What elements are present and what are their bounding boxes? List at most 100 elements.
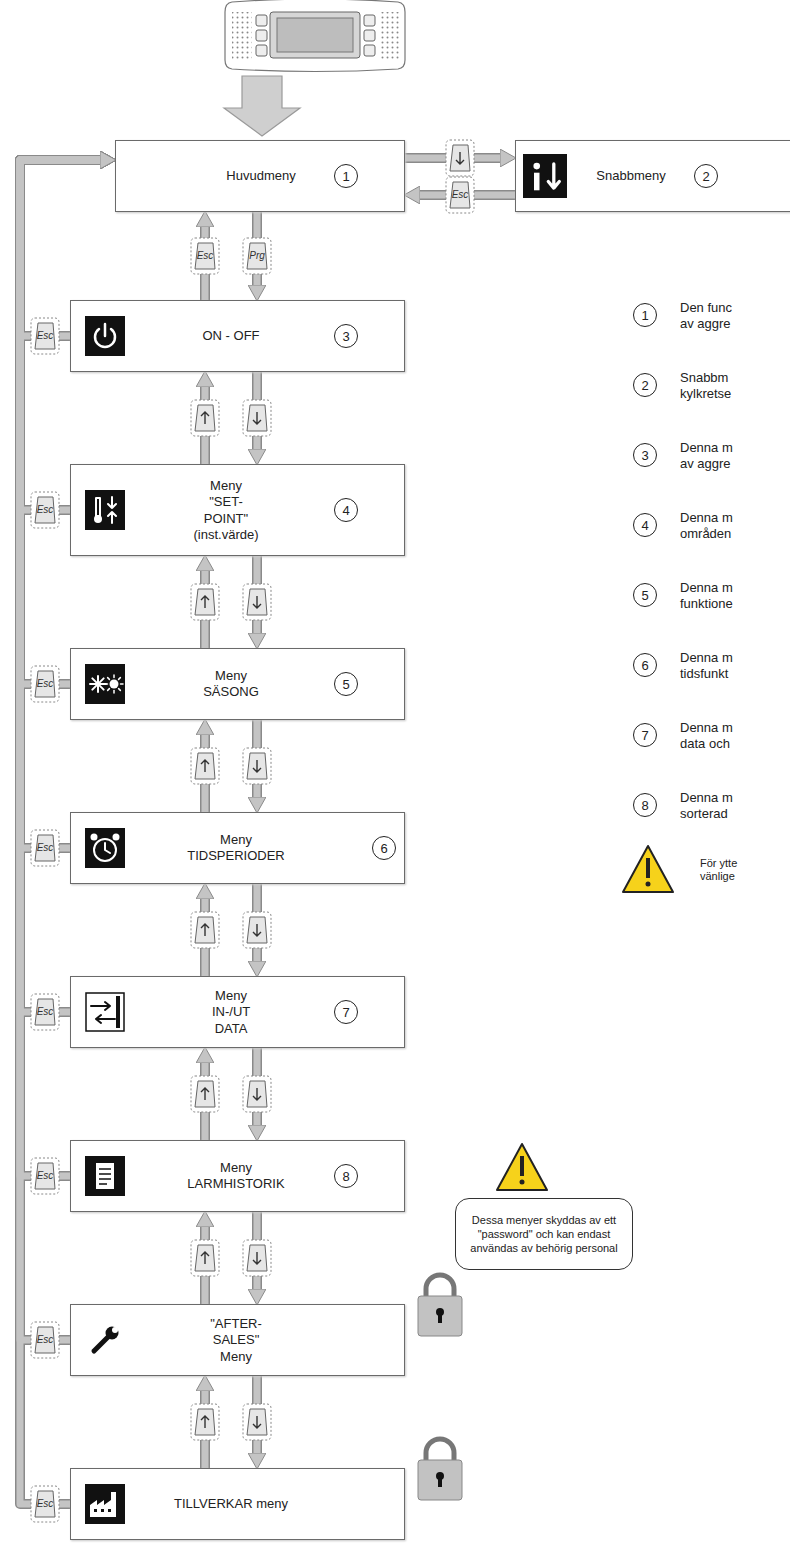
icon-part (105, 843, 110, 853)
key-icons (31, 140, 474, 1522)
key-frame (446, 177, 474, 213)
icon-part (113, 834, 120, 841)
callout-number: 6 (633, 653, 657, 677)
node-text: TILLVERKAR meny (174, 1496, 288, 1512)
key-frame (31, 492, 59, 528)
key-frame (31, 994, 59, 1030)
callout-text: 1 (342, 170, 349, 183)
callout-text: 2 (641, 379, 648, 392)
callout-number: 1 (334, 164, 358, 188)
padlock-keyhole (438, 1312, 442, 1323)
key-frame (243, 748, 271, 784)
down-block-arrow (224, 76, 300, 136)
key-icon (243, 400, 271, 436)
key-label: Esc (37, 1171, 54, 1181)
icon-part (121, 683, 124, 685)
icon-part (108, 678, 110, 680)
key-cap (195, 589, 215, 615)
callout-number: 5 (334, 672, 358, 696)
key-icon (243, 748, 271, 784)
icon-part (94, 839, 116, 861)
node-text: Meny IN-/UT DATA (212, 988, 250, 1037)
connector-outline (20, 160, 100, 684)
callout-number: 8 (633, 793, 657, 817)
key-label: Esc (37, 1335, 54, 1345)
menu-icon (523, 154, 567, 198)
warning-mark (646, 882, 651, 887)
key-icon (31, 1486, 59, 1522)
key-icon (191, 748, 219, 784)
icon-part (94, 1336, 109, 1351)
padlock-keyhole (438, 1476, 442, 1487)
key-frame (31, 830, 59, 866)
callout-text: 5 (641, 589, 648, 602)
key-frame (243, 1404, 271, 1440)
key-cap (195, 243, 215, 269)
key-icon (191, 1240, 219, 1276)
key-icon (446, 177, 474, 213)
callout-number: 7 (334, 1000, 358, 1024)
key-arrow-glyph (201, 1252, 209, 1264)
key-cap (247, 917, 267, 943)
node-text: Meny SÄSONG (203, 668, 259, 701)
menu-connector (20, 160, 100, 1012)
icon-part (533, 163, 540, 170)
padlock-symbol (418, 1439, 462, 1500)
callout-number: 7 (633, 723, 657, 747)
callout-number: 2 (633, 373, 657, 397)
padlock-body (418, 1460, 462, 1500)
node-text: Snabbmeny (596, 168, 665, 184)
key-label: Esc (197, 251, 214, 261)
menu-icon (85, 1484, 125, 1524)
warning-mark (520, 1180, 525, 1185)
icon-part (108, 497, 116, 523)
key-frame (31, 318, 59, 354)
key-icon (31, 1322, 59, 1358)
key-cap (35, 1327, 55, 1353)
key-icon (446, 140, 474, 176)
icon-part (108, 1509, 111, 1512)
key-frame (243, 912, 271, 948)
menu-box: Huvudmeny 1 (115, 140, 405, 212)
key-arrow-glyph (201, 1416, 209, 1428)
key-label: Esc (37, 505, 54, 515)
key-cap (247, 1081, 267, 1107)
key-cap (247, 753, 267, 779)
terminal-button (364, 45, 375, 56)
key-cap (35, 999, 55, 1025)
callout-text: 7 (342, 1006, 349, 1019)
key-arrow-glyph (253, 1088, 261, 1100)
key-cap (195, 1245, 215, 1271)
menu-box: TILLVERKAR meny (70, 1468, 405, 1540)
key-cap (35, 671, 55, 697)
icon-part (113, 691, 115, 694)
key-cap (247, 405, 267, 431)
icon-part (108, 689, 110, 691)
key-icon (191, 238, 219, 274)
key-arrow-glyph (201, 924, 209, 936)
key-arrow-glyph (201, 412, 209, 424)
description-text: Denna m data och (680, 720, 744, 751)
key-frame (191, 748, 219, 784)
key-cap (35, 1491, 55, 1517)
key-frame (191, 912, 219, 948)
key-icon (191, 1404, 219, 1440)
key-cap (195, 405, 215, 431)
icon-part (85, 1320, 125, 1360)
key-frame (191, 1240, 219, 1276)
connector-outlines (20, 158, 515, 1504)
key-label: Esc (37, 1499, 54, 1509)
node-text: Huvudmeny (226, 168, 295, 184)
key-cap (35, 323, 55, 349)
padlock-shackle (426, 1275, 454, 1298)
key-icon (243, 238, 271, 274)
description-text: Den func av aggre (680, 300, 744, 331)
description-text: Denna m tidsfunkt (680, 650, 744, 681)
key-arrow-glyph (456, 152, 464, 164)
key-frame (31, 1322, 59, 1358)
description-text: Snabbm kylkretse (680, 370, 744, 401)
key-frame (243, 584, 271, 620)
padlock-shackle (426, 1439, 454, 1462)
icon-part (101, 1509, 104, 1512)
